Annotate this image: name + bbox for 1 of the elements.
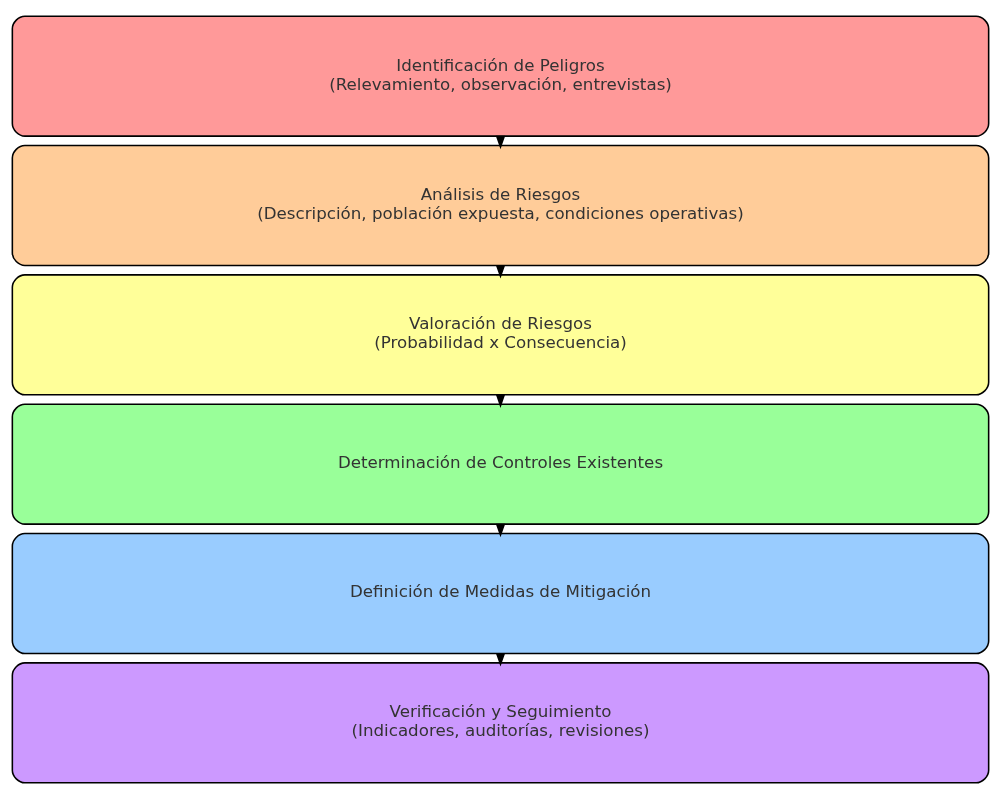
node-box: Verificación y Seguimiento (Indicadores, auditorías, revisiones) bbox=[11, 661, 990, 784]
